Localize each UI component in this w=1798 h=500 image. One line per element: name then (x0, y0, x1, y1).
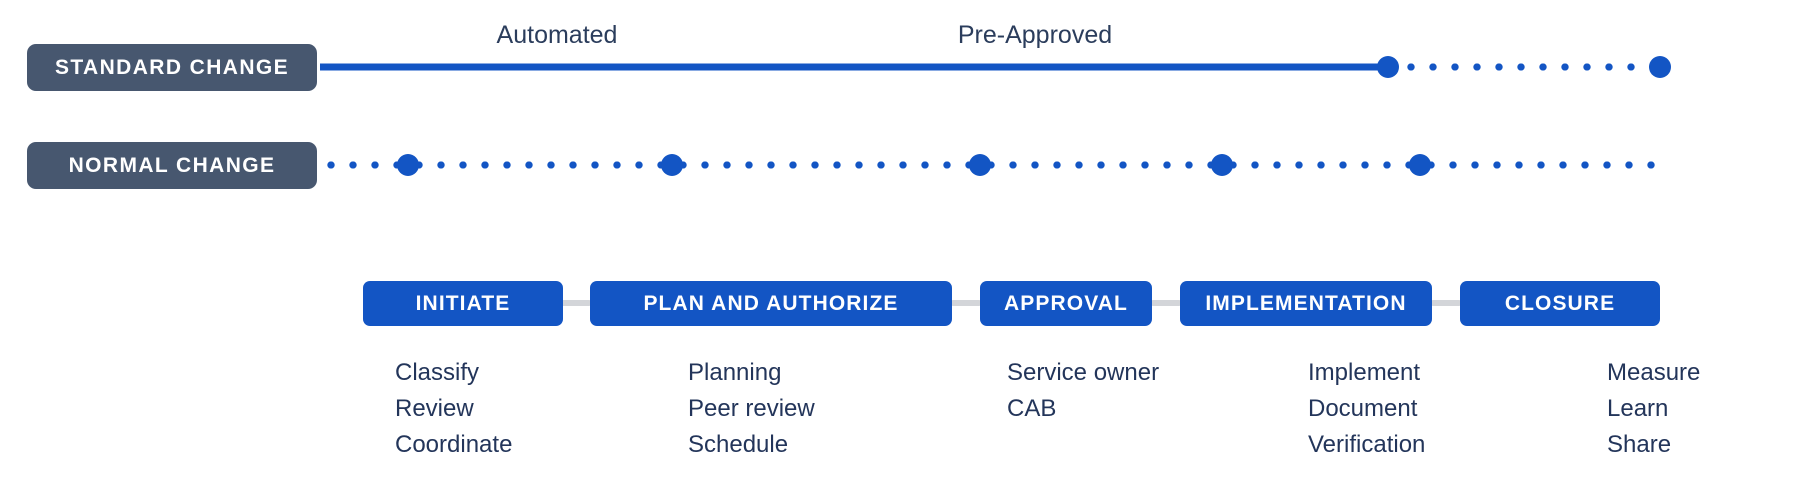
standard-track-node-1 (1377, 56, 1399, 78)
step-box-initiate[interactable]: INITIATE (363, 281, 563, 326)
standard-track-solid-segment (320, 63, 1388, 71)
connector-initiate-plan (560, 300, 592, 306)
step-box-approval[interactable]: APPROVAL (980, 281, 1152, 326)
normal-track-node-4 (1211, 154, 1233, 176)
step-box-initiate-label: INITIATE (415, 291, 511, 315)
step-box-plan-and-authorize[interactable]: PLAN AND AUTHORIZE (590, 281, 952, 326)
connector-plan-approval (950, 300, 982, 306)
normal-track-node-5 (1409, 154, 1431, 176)
detail-item: Share (1607, 431, 1672, 458)
step-details-implementation: Implement Document Verification (1308, 355, 1425, 463)
detail-item: Document (1308, 395, 1418, 422)
connector-approval-implementation (1150, 300, 1182, 306)
detail-item: Schedule (688, 431, 789, 458)
step-details-closure: Measure Learn Share (1607, 355, 1700, 463)
connector-implementation-closure (1430, 300, 1462, 306)
step-box-plan-and-authorize-label: PLAN AND AUTHORIZE (643, 291, 899, 315)
standard-change-track (320, 54, 1680, 80)
step-details-initiate: Classify Review Coordinate (395, 355, 512, 463)
step-box-implementation[interactable]: IMPLEMENTATION (1180, 281, 1432, 326)
standard-track-node-2 (1649, 56, 1671, 78)
detail-item: Review (395, 395, 474, 422)
step-details-approval: Service owner CAB (1007, 355, 1159, 427)
detail-item: Learn (1607, 395, 1669, 422)
normal-track-dotted-segment (320, 161, 1668, 169)
detail-item: Peer review (688, 395, 815, 422)
step-box-approval-label: APPROVAL (1004, 291, 1128, 315)
step-box-implementation-label: IMPLEMENTATION (1205, 291, 1407, 315)
annotation-pre-approved: Pre-Approved (957, 21, 1113, 49)
standard-change-label: STANDARD CHANGE (27, 44, 317, 91)
step-details-plan-and-authorize: Planning Peer review Schedule (688, 355, 815, 463)
annotation-automated: Automated (496, 21, 618, 49)
detail-item: Planning (688, 359, 782, 386)
detail-item: Classify (395, 359, 480, 386)
standard-track-dotted-segment (1400, 63, 1662, 71)
step-box-closure[interactable]: CLOSURE (1460, 281, 1660, 326)
detail-item: Implement (1308, 359, 1421, 386)
normal-track-node-1 (397, 154, 419, 176)
detail-item: Verification (1308, 431, 1426, 458)
detail-item: Measure (1607, 359, 1701, 386)
detail-item: Coordinate (395, 431, 513, 458)
detail-item: CAB (1007, 395, 1057, 422)
detail-item: Service owner (1007, 359, 1160, 386)
step-box-closure-label: CLOSURE (1504, 291, 1616, 315)
normal-change-track (320, 152, 1680, 178)
normal-change-label: NORMAL CHANGE (27, 142, 317, 189)
normal-track-node-3 (969, 154, 991, 176)
normal-track-node-2 (661, 154, 683, 176)
